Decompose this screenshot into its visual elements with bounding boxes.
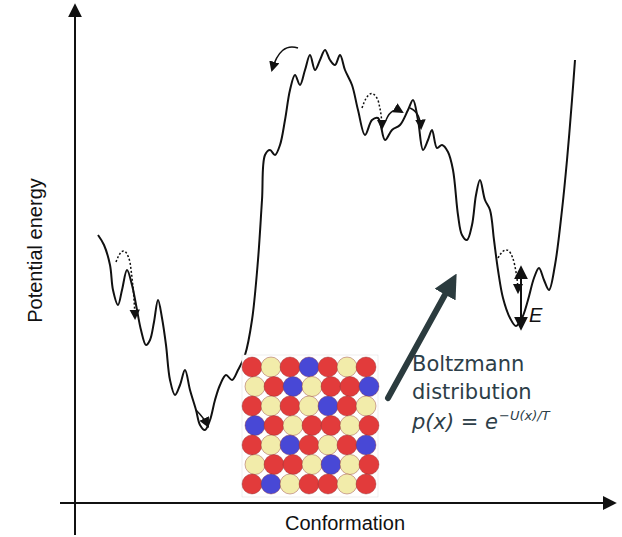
particle: [340, 455, 360, 475]
particle: [280, 396, 300, 416]
particle: [283, 416, 303, 436]
particle: [245, 377, 265, 397]
particle: [261, 474, 281, 494]
particle: [299, 357, 319, 377]
particle: [242, 396, 262, 416]
dotted-arrow: [498, 250, 518, 292]
particle: [321, 455, 341, 475]
particle: [299, 435, 319, 455]
solid-arrow: [272, 47, 298, 70]
particle: [280, 435, 300, 455]
particle: [242, 435, 262, 455]
particle-snapshot: [242, 355, 379, 497]
dotted-arrow: [116, 251, 135, 318]
particle: [283, 377, 303, 397]
snapshot-frame: [242, 355, 378, 497]
particle: [283, 455, 303, 475]
particle: [318, 435, 338, 455]
particle: [337, 435, 357, 455]
particle: [245, 416, 265, 436]
particle: [318, 474, 338, 494]
particle: [299, 396, 319, 416]
solid-arrow: [386, 110, 402, 120]
particle: [261, 357, 281, 377]
particle: [302, 455, 322, 475]
particle: [356, 474, 376, 494]
particle: [356, 357, 376, 377]
dotted-arrow: [362, 94, 382, 128]
particle: [302, 416, 322, 436]
particle: [242, 474, 262, 494]
particle: [261, 435, 281, 455]
particle: [242, 357, 262, 377]
energy-label: E: [529, 304, 542, 327]
particle: [264, 377, 284, 397]
particle: [321, 377, 341, 397]
particle: [356, 435, 376, 455]
particle: [340, 377, 360, 397]
particle: [264, 416, 284, 436]
formula-text: p(x) = e: [412, 410, 498, 434]
particle: [321, 416, 341, 436]
particle: [337, 474, 357, 494]
particle: [340, 416, 360, 436]
particle: [302, 377, 322, 397]
formula: p(x) = e−U(x)/T: [412, 410, 550, 434]
particle: [280, 357, 300, 377]
solid-arrow: [196, 410, 208, 426]
particle: [356, 396, 376, 416]
particle: [337, 357, 357, 377]
particle: [245, 455, 265, 475]
particle: [359, 455, 379, 475]
axis-label: Potential energy: [24, 178, 47, 323]
x-axis: [60, 502, 614, 504]
y-axis: [74, 6, 76, 535]
particle: [337, 396, 357, 416]
particle: [359, 377, 379, 397]
solid-arrow: [410, 108, 421, 128]
energy-barrier-arrow: [520, 268, 522, 328]
particle: [261, 396, 281, 416]
formula-exponent: −U(x)/T: [499, 408, 550, 423]
axis-label: Conformation: [285, 512, 405, 535]
annotation-text: Boltzmann distribution: [412, 350, 562, 406]
particle: [264, 455, 284, 475]
particle: [318, 396, 338, 416]
particle: [280, 474, 300, 494]
particle: [299, 474, 319, 494]
particle: [318, 357, 338, 377]
particle: [359, 416, 379, 436]
